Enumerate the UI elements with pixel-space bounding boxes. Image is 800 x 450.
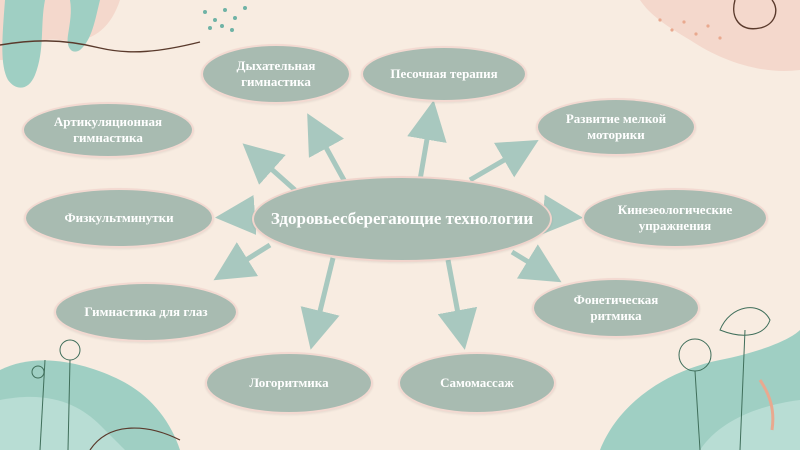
bottom-left-decoration (0, 339, 181, 450)
arrow-to-pesochnaya (407, 100, 447, 181)
top-right-decoration (640, 0, 800, 71)
top-left-decoration (0, 0, 247, 88)
arrow-to-melkaya-motorika (468, 139, 539, 183)
arrow-to-glaz (213, 242, 272, 281)
bottom-right-decoration (600, 307, 800, 450)
arrow-to-artikulyacionnaya (242, 143, 297, 192)
node-pesochnaya-terapiya: Песочная терапия (361, 46, 527, 102)
node-fizkultminutki: Физкультминутки (24, 188, 214, 248)
arrow-to-samomassazh (437, 259, 478, 350)
node-logoritmika: Логоритмика (205, 352, 373, 414)
arrow-to-dyhatelnaya (307, 113, 348, 184)
arrow-to-foneticheskaya (510, 244, 562, 283)
node-samomassazh: Самомассаж (398, 352, 556, 414)
node-kinezeologicheskie-uprazhneniya: Кинезеологические упражнения (582, 188, 768, 248)
node-gimnastika-dlya-glaz: Гимнастика для глаз (54, 282, 238, 342)
node-dyhatelnaya-gimnastika: Дыхательная гимнастика (201, 44, 351, 104)
arrow-to-fizkultminutki (215, 195, 257, 235)
node-center-zdorovesberegayushchie-tehnologii: Здоровьесберегающие технологии (252, 176, 552, 262)
node-artikulyacionnaya-gimnastika: Артикуляционная гимнастика (22, 102, 194, 158)
arrow-to-kinezeologicheskie (541, 194, 583, 235)
node-razvitie-melkoy-motoriki: Развитие мелкой моторики (536, 98, 696, 156)
node-foneticheskaya-ritmika: Фонетическая ритмика (532, 278, 700, 338)
arrow-to-logoritmika (300, 257, 340, 350)
arrows (213, 100, 583, 350)
